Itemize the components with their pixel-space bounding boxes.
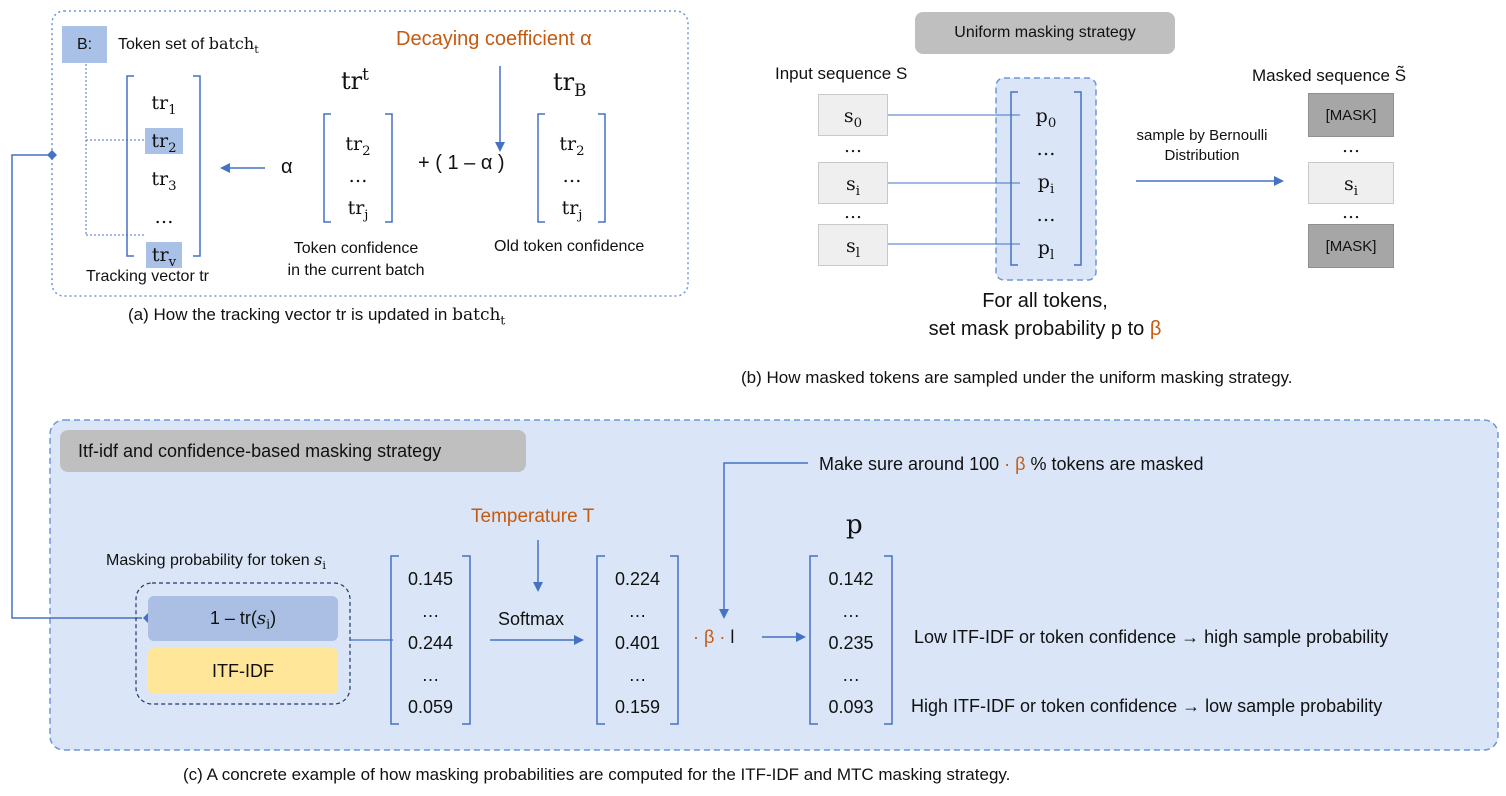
probability-entry-1: … bbox=[1036, 138, 1056, 160]
current-confidence-label: Token confidence in the current batch bbox=[287, 240, 425, 279]
output-ellipsis-2: … bbox=[1342, 202, 1360, 223]
output-token-i: si bbox=[1308, 162, 1394, 204]
itf-idf-box: ITF-IDF bbox=[148, 648, 338, 694]
input-ellipsis-1: … bbox=[844, 136, 862, 157]
output-ellipsis-1: … bbox=[1342, 136, 1360, 157]
vector-softmax: 0.224 … 0.401 … 0.159 bbox=[605, 566, 670, 726]
softmax-value-3: … bbox=[628, 665, 647, 685]
itf-value-2: 0.244 bbox=[407, 633, 454, 653]
probability-column bbox=[995, 77, 1097, 281]
tracking-vector-entry-0: tr1 bbox=[151, 92, 177, 118]
probability-entry-0: p0 bbox=[1035, 105, 1057, 131]
alpha-symbol: α bbox=[281, 156, 293, 178]
old-confidence-vector: tr2 … trj bbox=[547, 128, 597, 224]
itf-value-0: 0.145 bbox=[407, 569, 454, 589]
beta-operator: · β · l bbox=[693, 627, 735, 647]
tracking-vector-entry-1: tr2 bbox=[138, 122, 190, 160]
current-vector-entry-0: tr2 bbox=[345, 133, 371, 159]
temperature-label: Temperature T bbox=[471, 506, 595, 527]
softmax-value-4: 0.159 bbox=[614, 697, 661, 717]
input-token-i: si bbox=[818, 162, 888, 204]
vector-p: 0.142 … 0.235 … 0.093 bbox=[818, 566, 884, 726]
p-value-4: 0.093 bbox=[828, 697, 874, 717]
caption-c: (c) A concrete example of how masking pr… bbox=[183, 765, 1011, 784]
tracking-vector-bracket-right bbox=[193, 75, 201, 257]
input-token-0: s0 bbox=[818, 94, 888, 136]
input-ellipsis-2: … bbox=[844, 202, 862, 223]
output-mask-l: [MASK] bbox=[1308, 224, 1394, 268]
p-value-2: 0.235 bbox=[828, 633, 874, 653]
itf-idf-title: Itf-idf and confidence-based masking str… bbox=[60, 430, 526, 472]
b-label-box: B: bbox=[62, 26, 107, 63]
old-vector-entry-2: trj bbox=[561, 197, 583, 223]
connector-line bbox=[11, 154, 142, 619]
caption-b: (b) How masked tokens are sampled under … bbox=[741, 368, 1293, 387]
input-token-l: sl bbox=[818, 224, 888, 266]
softmax-label: Softmax bbox=[498, 609, 565, 629]
tr-t-label: trt bbox=[341, 64, 369, 95]
b-label: B: bbox=[76, 36, 93, 53]
tracking-vector-label: Tracking vector tr bbox=[86, 268, 209, 285]
current-vector-entry-2: trj bbox=[347, 197, 369, 223]
vector-itf: 0.145 … 0.244 … 0.059 bbox=[399, 566, 462, 726]
token-set-label: Token set of batcht bbox=[118, 34, 259, 57]
probability-entry-4: pl bbox=[1037, 237, 1055, 263]
high-itf-note: High ITF-IDF or token confidence → low s… bbox=[911, 696, 1383, 716]
old-confidence-label: Old token confidence bbox=[494, 238, 645, 255]
tr-b-label: trB bbox=[553, 68, 587, 100]
softmax-value-1: … bbox=[628, 601, 647, 621]
p-label: p bbox=[846, 510, 863, 540]
low-itf-note: Low ITF-IDF or token confidence → high s… bbox=[914, 627, 1389, 647]
bernoulli-label: sample by Bernoulli Distribution bbox=[1136, 127, 1268, 164]
masked-sequence-label: Masked sequence S̃ bbox=[1252, 66, 1407, 85]
current-vector-entry-1: … bbox=[348, 165, 368, 187]
plus-term: + ( 1 – α ) bbox=[418, 152, 505, 174]
old-vector-entry-0: tr2 bbox=[559, 133, 585, 159]
one-minus-tr-box: 1 – tr(si) bbox=[148, 596, 338, 641]
all-tokens-label: For all tokens, set mask probability p t… bbox=[928, 290, 1162, 340]
masking-prob-label: Masking probability for token si bbox=[106, 550, 326, 573]
probability-entry-2: pi bbox=[1037, 171, 1055, 197]
make-sure-label: Make sure around 100 · β % tokens are ma… bbox=[819, 454, 1204, 474]
p-value-0: 0.142 bbox=[828, 569, 874, 589]
itf-value-3: … bbox=[421, 665, 440, 685]
output-mask-0: [MASK] bbox=[1308, 93, 1394, 137]
input-sequence-label: Input sequence S bbox=[775, 64, 908, 83]
uniform-title: Uniform masking strategy bbox=[915, 12, 1175, 54]
decaying-coefficient-label: Decaying coefficient α bbox=[396, 28, 592, 50]
softmax-value-0: 0.224 bbox=[614, 569, 661, 589]
tracking-vector-bracket-left bbox=[126, 75, 134, 257]
caption-a: (a) How the tracking vector tr is update… bbox=[128, 305, 506, 328]
old-vector-entry-1: … bbox=[562, 165, 582, 187]
itf-value-1: … bbox=[421, 601, 440, 621]
tracking-vector-entry-4: trv bbox=[138, 236, 190, 274]
probability-entry-3: … bbox=[1036, 204, 1056, 226]
itf-value-4: 0.059 bbox=[407, 697, 454, 717]
softmax-value-2: 0.401 bbox=[614, 633, 661, 653]
current-confidence-vector: tr2 … trj bbox=[333, 128, 383, 224]
tracking-vector-entry-2: tr3 bbox=[151, 168, 177, 194]
probability-vector: p0 … pi … pl bbox=[1018, 100, 1074, 265]
p-value-3: … bbox=[842, 665, 860, 685]
panel-c-background bbox=[49, 419, 1499, 751]
p-value-1: … bbox=[842, 601, 860, 621]
tracking-vector-entry-3: … bbox=[154, 206, 174, 228]
